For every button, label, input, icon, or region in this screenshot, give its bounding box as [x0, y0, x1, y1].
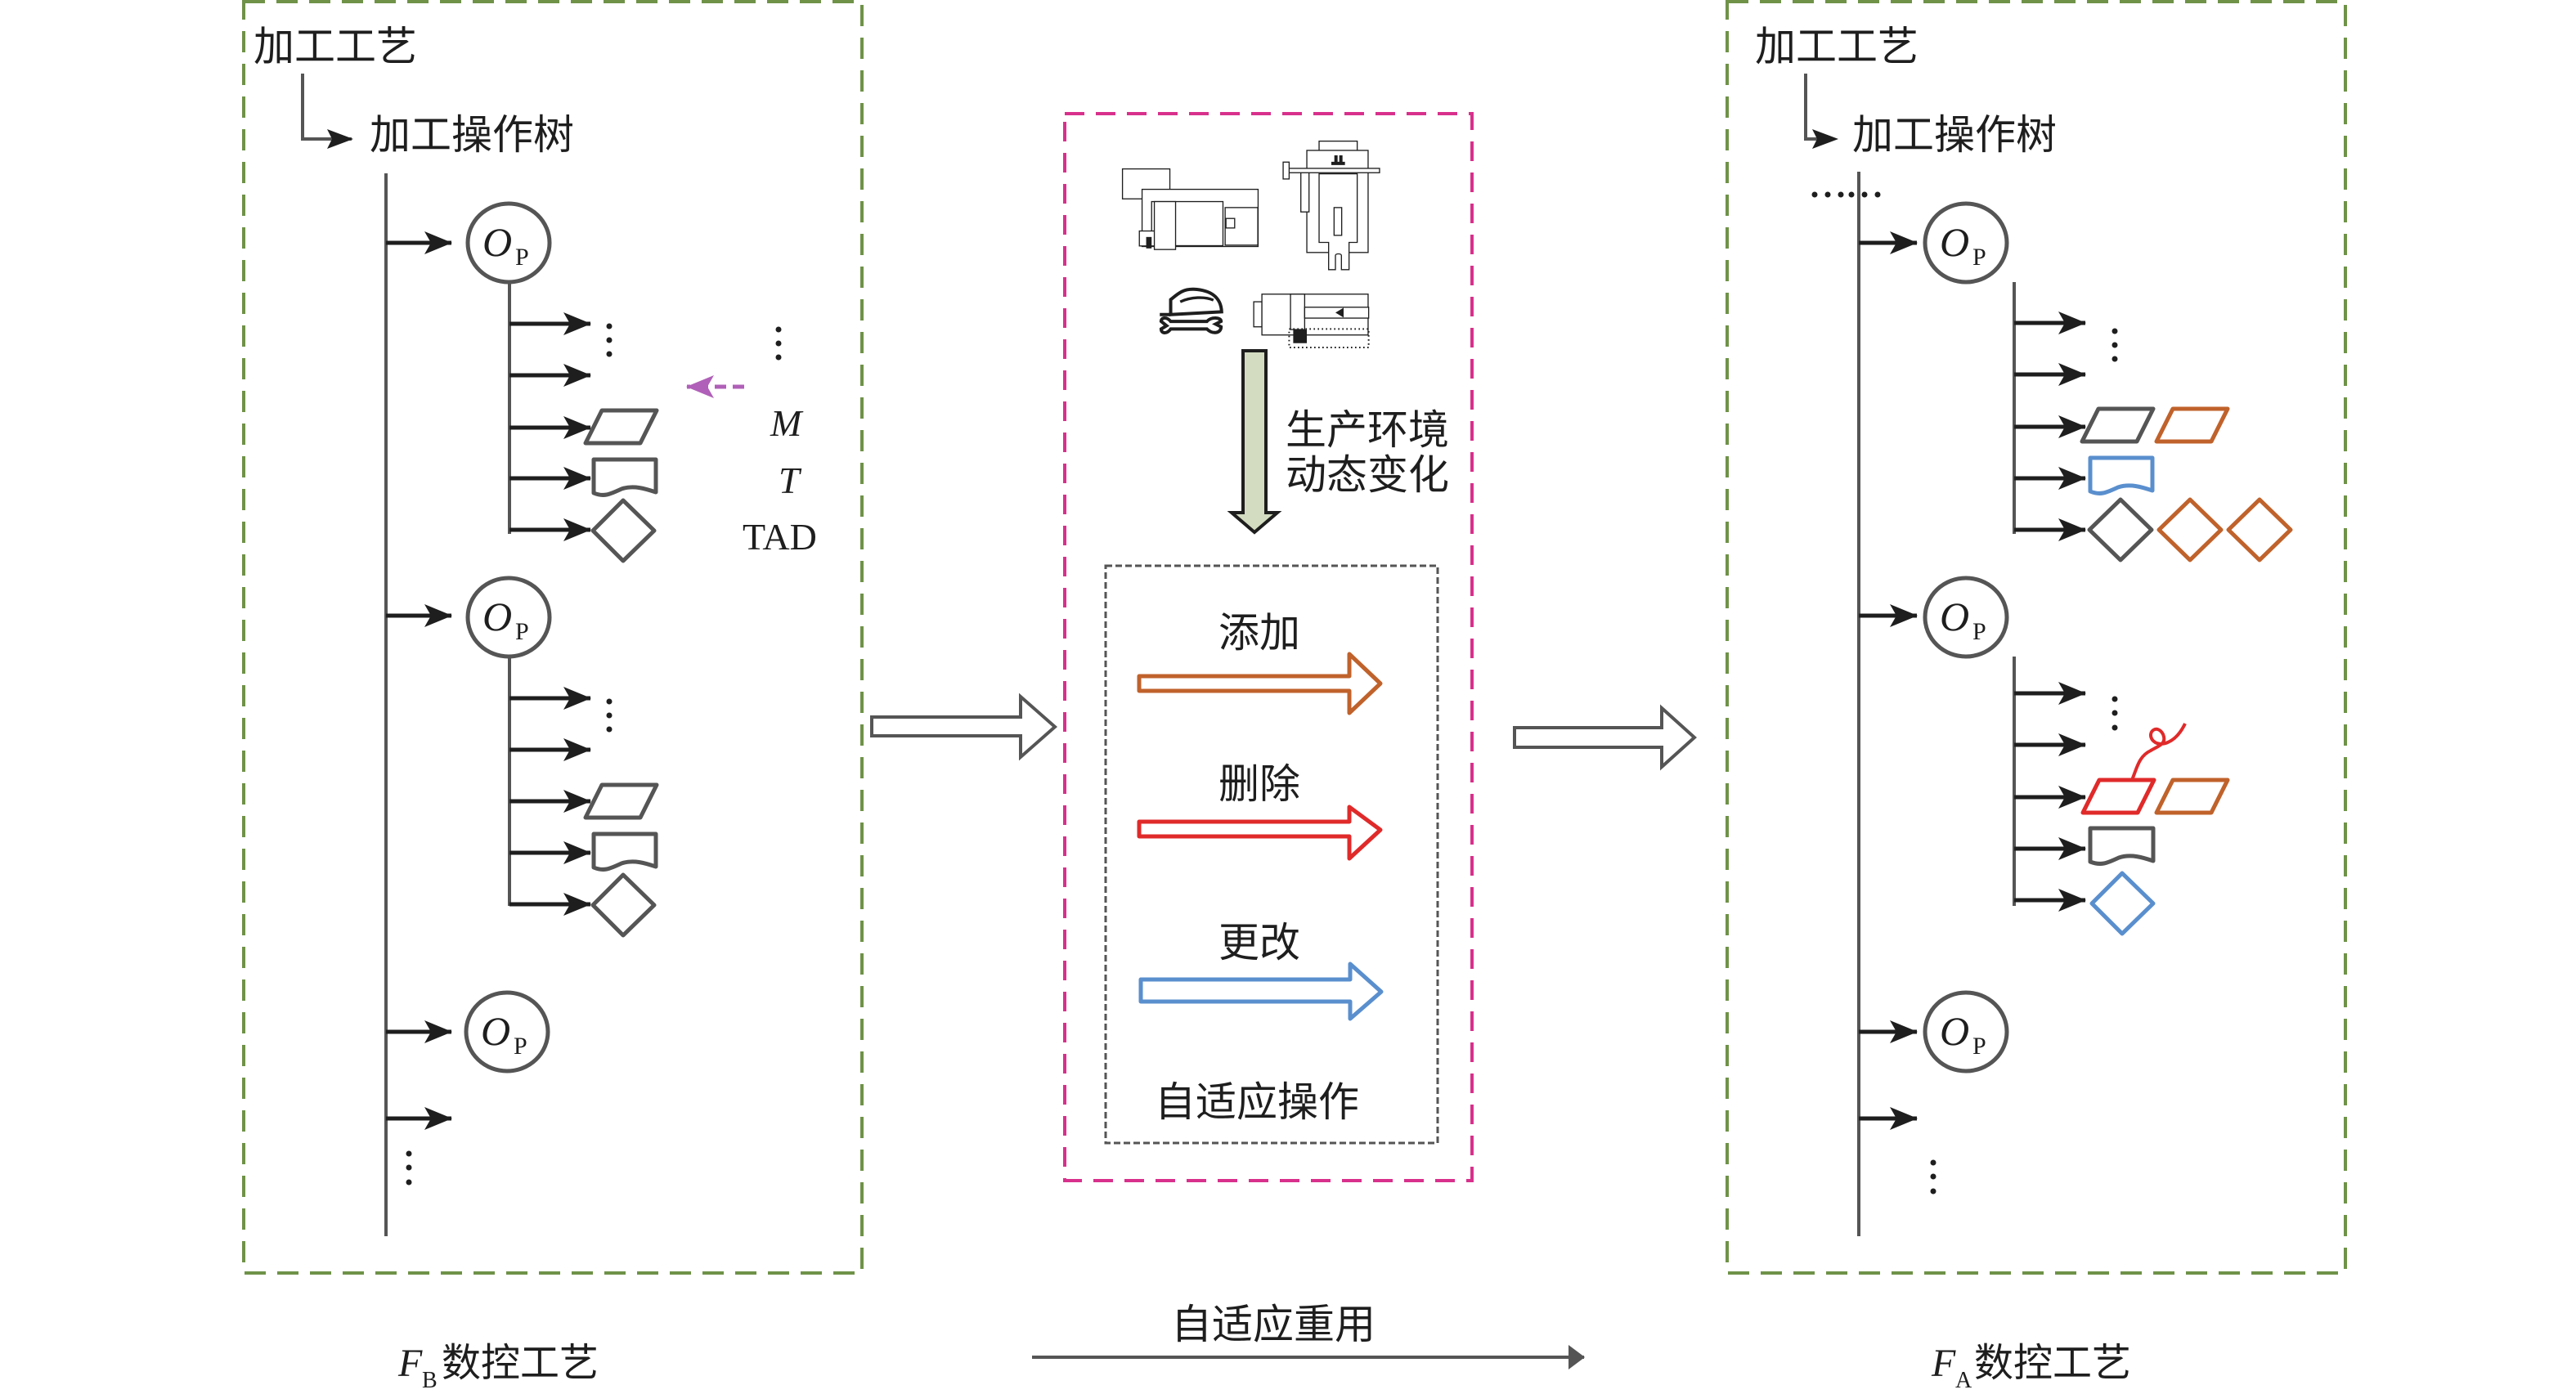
- right-title: 加工工艺: [1755, 23, 1919, 70]
- modified-tool-document-icon: [2088, 455, 2155, 495]
- node-label-sub: P: [1972, 618, 1986, 645]
- tad-diamond-icon: [2087, 497, 2154, 563]
- left-title: 加工工艺: [254, 23, 417, 70]
- operation-add-arrow: [1137, 652, 1383, 715]
- tool-document-icon: [2088, 826, 2156, 866]
- node-label: O: [1940, 1008, 1969, 1054]
- deleted-scribble-icon: [2130, 723, 2187, 781]
- left-panel-border: [242, 0, 864, 1275]
- vertical-ellipsis-icon: [606, 698, 613, 733]
- operation-node: O P: [464, 990, 550, 1074]
- machine-parallelogram-icon: [583, 408, 659, 446]
- node-label: O: [482, 594, 512, 639]
- vertical-ellipsis-icon: [606, 323, 613, 357]
- adaptive-operations-box: [1104, 564, 1439, 1145]
- env-change-label-line1: 生产环境: [1286, 406, 1449, 454]
- tool-document-icon: [591, 831, 658, 872]
- right-panel-fa: 加工工艺 加工操作树 O P O: [1726, 0, 2347, 1275]
- title-to-tree-connector: [1804, 74, 1832, 141]
- caption-symbol: F: [1931, 1342, 1956, 1385]
- machine-parallelogram-icon: [2080, 406, 2156, 444]
- added-machine-parallelogram-icon: [2154, 778, 2230, 815]
- node-label-sub: P: [515, 244, 529, 271]
- caption-subscript: A: [1955, 1368, 1972, 1393]
- operation-modify-label: 更改: [1218, 919, 1300, 966]
- caption-text: 数控工艺: [1974, 1340, 2131, 1386]
- node-label-sub: P: [1972, 244, 1986, 271]
- tad-diamond-icon: [590, 872, 657, 938]
- node-label-sub: P: [514, 1033, 527, 1060]
- legend-m: M: [770, 402, 804, 444]
- node-label-sub: P: [1972, 1033, 1986, 1060]
- operation-delete-label: 删除: [1218, 760, 1300, 808]
- operation-delete-arrow: [1137, 805, 1383, 861]
- environment-change-arrow: [1227, 349, 1282, 535]
- legend-tad: TAD: [743, 516, 817, 558]
- flow-arrow-to-center: [870, 693, 1058, 761]
- right-subtitle: 加工操作树: [1852, 111, 2057, 159]
- right-caption: F A 数控工艺: [1931, 1340, 2131, 1393]
- caption-subscript: B: [422, 1368, 438, 1393]
- modified-tad-diamond-icon: [2089, 871, 2156, 936]
- vertical-ellipsis-icon: [406, 1150, 412, 1186]
- tool-document-icon: [591, 457, 658, 497]
- left-panel-fb: 加工工艺 加工操作树 O P M T TAD: [242, 0, 864, 1275]
- added-tad-diamond-icon: [2226, 497, 2293, 563]
- operation-node: O P: [465, 576, 552, 659]
- caption-text: 数控工艺: [442, 1340, 599, 1386]
- legend-t: T: [779, 459, 802, 501]
- adaptive-operations-title: 自适应操作: [1155, 1078, 1359, 1126]
- deleted-machine-parallelogram-icon: [2080, 778, 2156, 815]
- worker-helmet-wrench-icon: [1159, 287, 1223, 335]
- vertical-ellipsis-icon: [2112, 696, 2118, 731]
- node-label: O: [1940, 594, 1969, 639]
- operation-modify-arrow: [1138, 961, 1384, 1021]
- left-caption: F B 数控工艺: [397, 1340, 599, 1393]
- vertical-ellipsis-icon: [2112, 328, 2118, 362]
- drill-press-icon: [1282, 140, 1380, 271]
- caption-symbol: F: [397, 1342, 423, 1385]
- left-subtitle: 加工操作树: [370, 111, 574, 159]
- reuse-label: 自适应重用: [1171, 1301, 1376, 1348]
- arrow-head-icon: [1812, 129, 1838, 149]
- right-panel-border: [1726, 0, 2347, 1275]
- node-label: O: [1940, 219, 1969, 265]
- operation-add-label: 添加: [1218, 609, 1300, 657]
- horizontal-ellipsis-icon: [1811, 191, 1881, 198]
- operation-node: O P: [1923, 201, 2009, 285]
- node-label: O: [481, 1008, 510, 1054]
- node-label: O: [482, 219, 512, 265]
- vertical-ellipsis-icon: [775, 326, 782, 361]
- flow-arrow-to-right: [1513, 704, 1697, 771]
- milling-machine-icon: [1253, 294, 1370, 349]
- added-tad-diamond-icon: [2156, 497, 2224, 563]
- operation-node: O P: [1923, 990, 2009, 1074]
- vertical-ellipsis-icon: [1930, 1159, 1936, 1195]
- tad-diamond-icon: [590, 498, 657, 563]
- environment-border: [1063, 112, 1474, 1182]
- cnc-lathe-icon: [1121, 168, 1259, 250]
- operation-node: O P: [465, 201, 552, 285]
- machine-parallelogram-icon: [583, 782, 659, 820]
- node-label-sub: P: [515, 618, 529, 645]
- added-machine-parallelogram-icon: [2154, 406, 2230, 444]
- arrow-head-icon: [327, 129, 353, 149]
- operation-node: O P: [1923, 576, 2009, 659]
- center-panel-environment: 生产环境 动态变化 添加 删除 更改 自适应操作: [1063, 112, 1474, 1182]
- env-change-label-line2: 动态变化: [1286, 451, 1449, 499]
